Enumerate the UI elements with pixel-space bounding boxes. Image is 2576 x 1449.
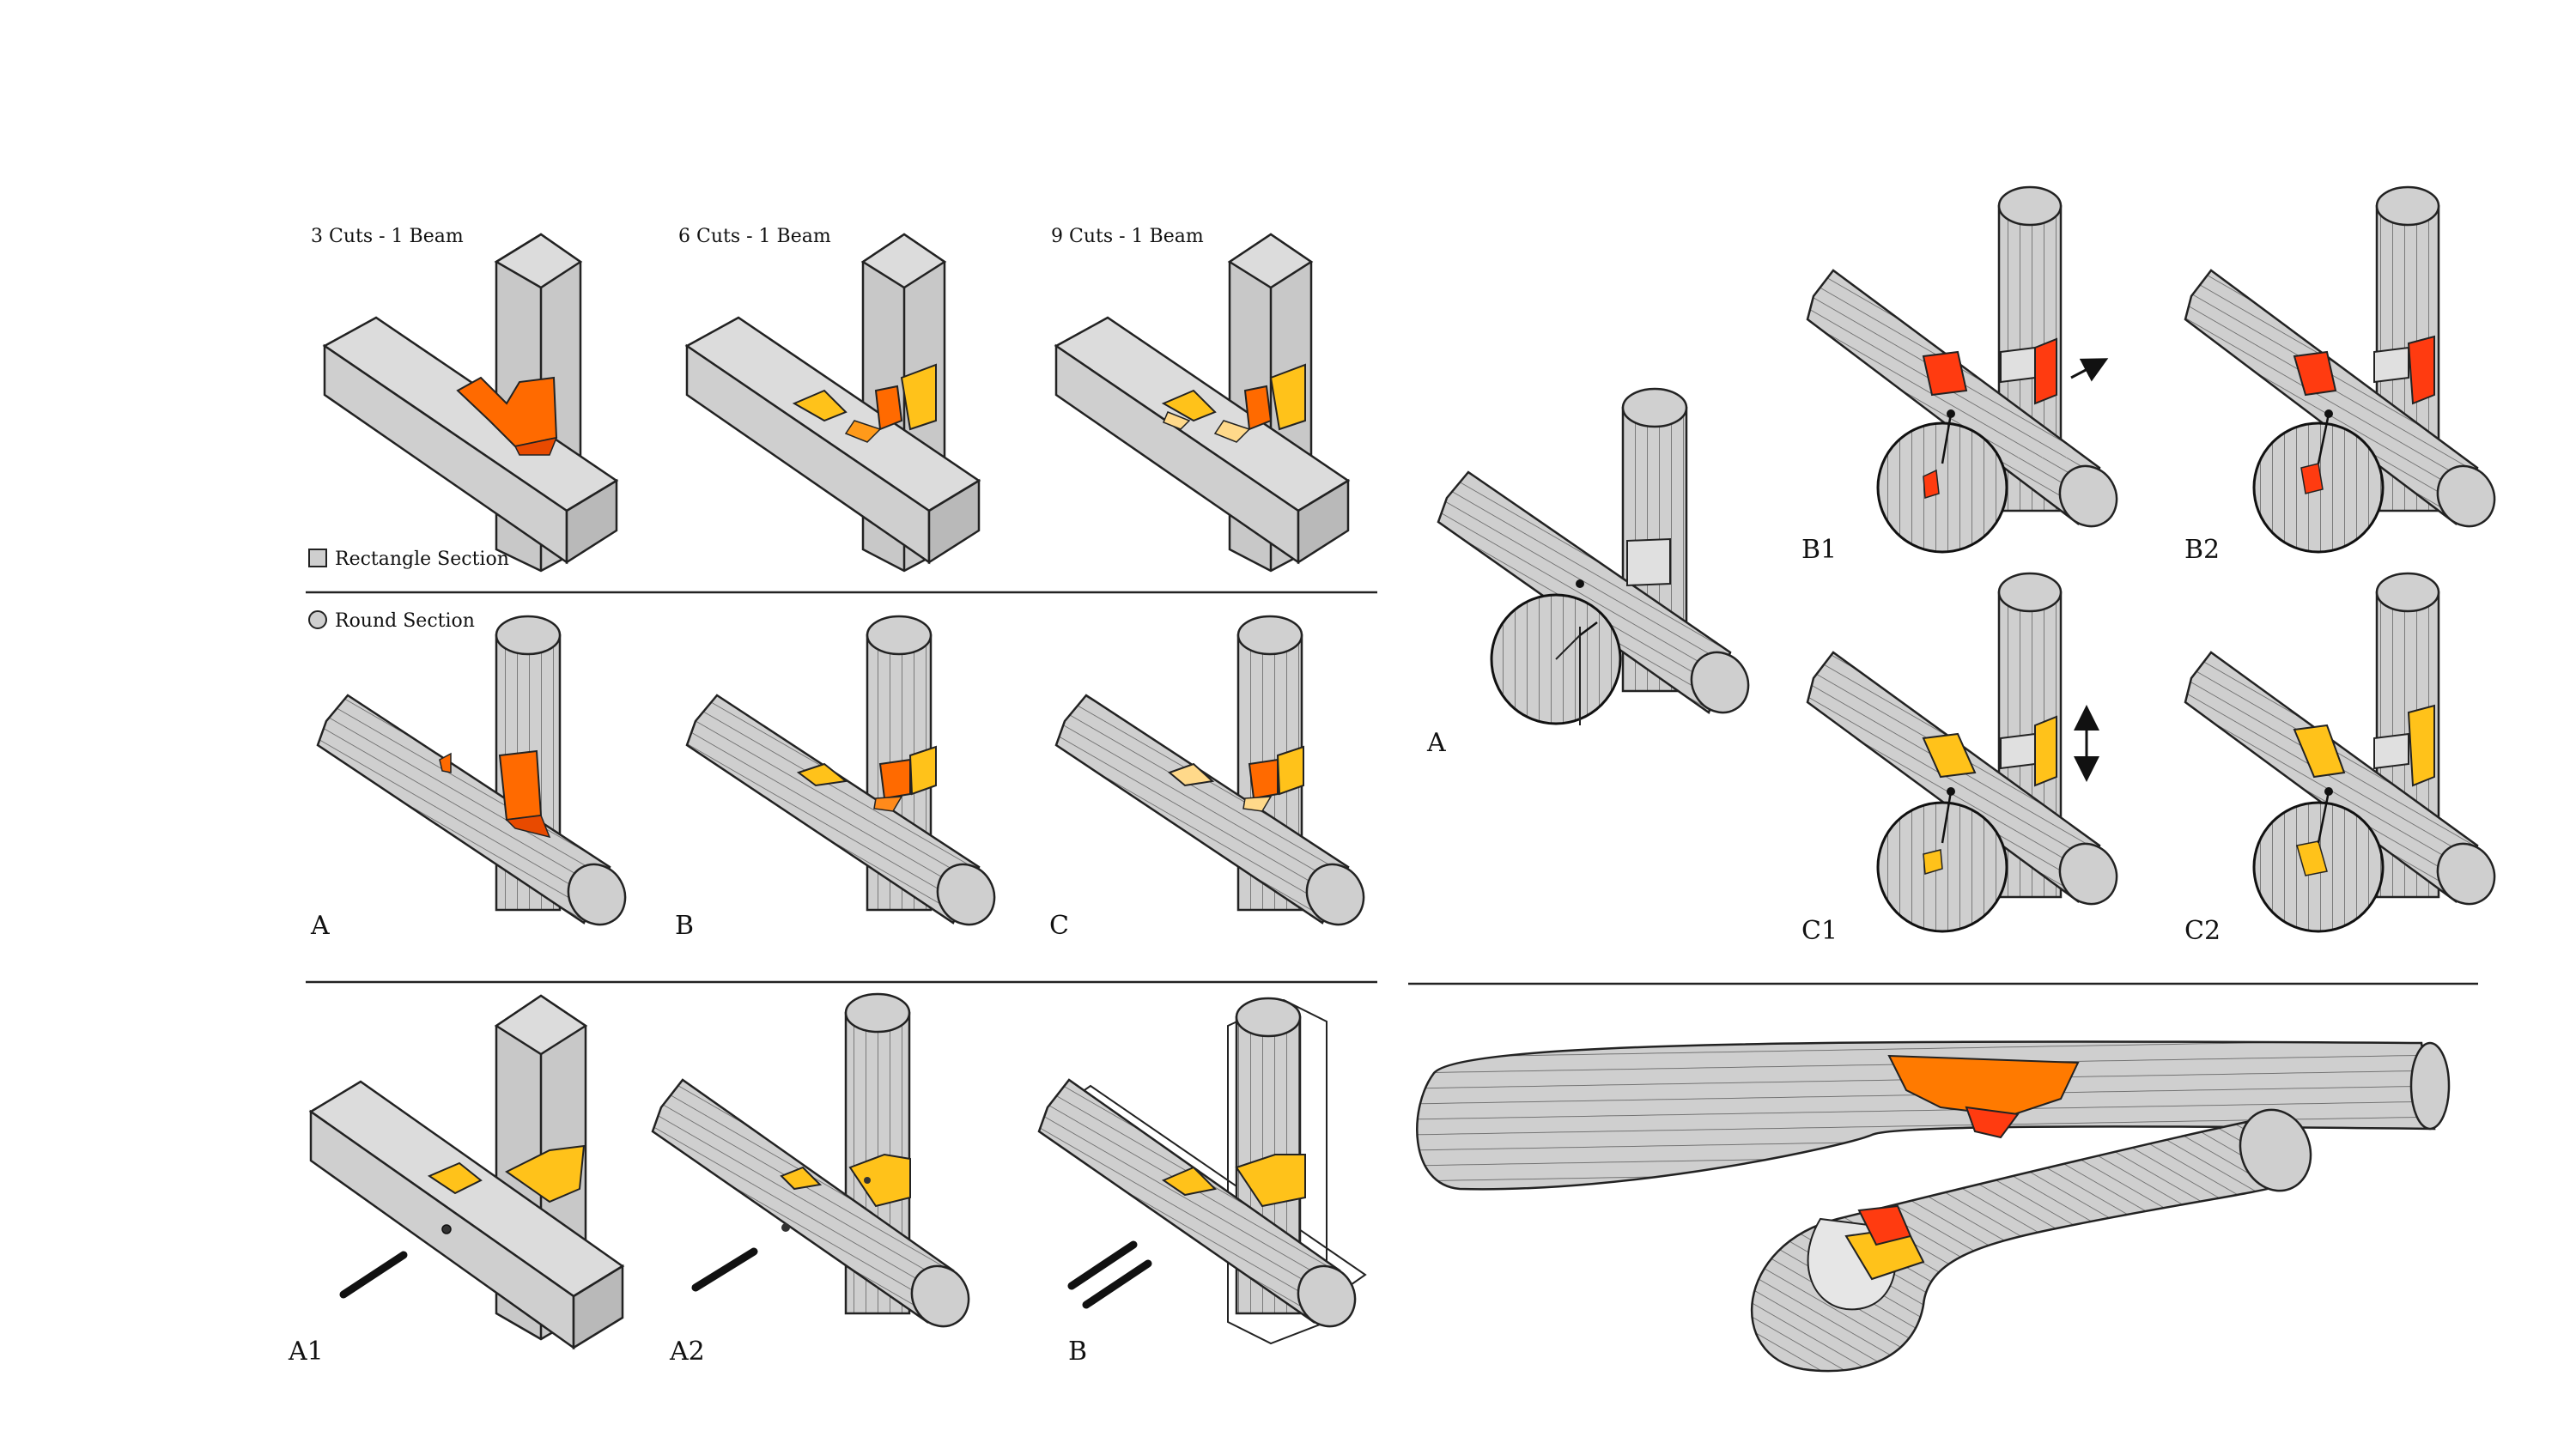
variant-c2: [2184, 572, 2496, 933]
dowel-pin-icon: [691, 1247, 758, 1292]
round-joint-b: [685, 615, 996, 926]
round-joint-c: [1054, 615, 1365, 926]
label-c1: C1: [1801, 916, 1838, 946]
column-title-6-cuts: 6 Cuts - 1 Beam: [678, 226, 831, 247]
round-section-swatch-icon: [308, 610, 327, 629]
round-joint-a: [316, 615, 627, 926]
rect-joint-3-cuts: [322, 233, 619, 573]
legend-rectangle-section: Rectangle Section: [335, 549, 509, 570]
arrow-right-icon: [2070, 358, 2109, 382]
legend-round-section: Round Section: [335, 610, 475, 632]
column-title-9-cuts: 9 Cuts - 1 Beam: [1051, 226, 1204, 247]
fixing-joint-a2: [651, 992, 970, 1328]
variant-b2: [2184, 185, 2496, 554]
label-round-c: C: [1049, 911, 1069, 941]
label-c2: C2: [2184, 916, 2221, 946]
fixing-joint-b: [1037, 997, 1367, 1345]
bent-log-joint: [1416, 1040, 2451, 1373]
rect-joint-6-cuts: [684, 233, 981, 573]
label-right-a: A: [1426, 728, 1446, 758]
column-title-3-cuts: 3 Cuts - 1 Beam: [311, 226, 464, 247]
dowel-pin-icon: [339, 1251, 408, 1299]
rect-joint-9-cuts: [1054, 233, 1351, 573]
label-a2: A2: [669, 1337, 705, 1367]
label-b1: B1: [1801, 535, 1837, 565]
fixing-joint-a1: [308, 994, 625, 1350]
label-b2: B2: [2184, 535, 2220, 565]
label-round-a: A: [310, 911, 330, 941]
right-joint-a: [1437, 387, 1750, 725]
label-a1: A1: [288, 1337, 324, 1367]
variant-b1: [1806, 185, 2118, 554]
label-round-b: B: [675, 911, 694, 941]
variant-c1: [1806, 572, 2118, 933]
rectangle-section-swatch-icon: [308, 549, 327, 567]
label-b-fixing: B: [1068, 1337, 1087, 1367]
